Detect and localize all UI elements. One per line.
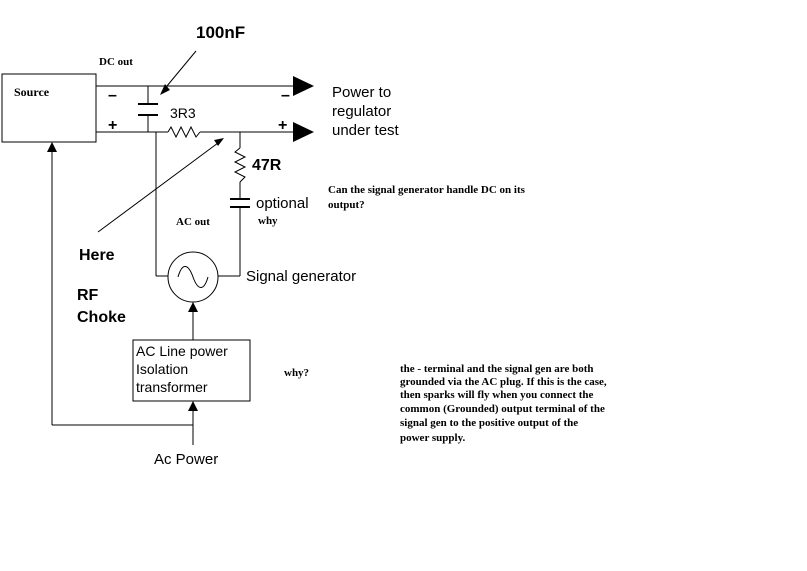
rf-label: RF <box>77 287 99 304</box>
here-pointer-line <box>97 139 223 233</box>
signal-generator-label: Signal generator <box>246 268 356 285</box>
plus-left-label: + <box>108 117 117 134</box>
signal-gen-question-line1: Can the signal generator handle DC on it… <box>328 184 526 196</box>
dc-out-label: DC out <box>99 56 133 68</box>
plus-right-label: + <box>278 117 287 134</box>
output-positive-arrow-icon <box>293 122 314 142</box>
source-feed-up-arrow-icon <box>47 142 57 152</box>
cap-pointer-line <box>161 50 197 93</box>
note-line4: common (Grounded) output terminal of the <box>400 403 605 415</box>
note-line3: then sparks will fly when you connect th… <box>400 389 594 401</box>
ac-out-label: AC out <box>176 216 210 228</box>
cap-pointer-arrow-icon <box>160 84 170 95</box>
here-label: Here <box>79 247 115 264</box>
transformer-up-arrow-icon <box>188 302 198 312</box>
ac-power-label: Ac Power <box>154 451 218 468</box>
ac-power-up-arrow-icon <box>188 401 198 411</box>
note-line2: grounded via the AC plug. If this is the… <box>400 376 607 388</box>
optional-label: optional <box>256 195 309 212</box>
here-pointer-arrow-icon <box>214 138 224 146</box>
note-line6: power supply. <box>400 432 465 444</box>
signal-gen-question-line2: output? <box>328 199 365 211</box>
transformer-label-line3: transformer <box>136 379 208 395</box>
resistor-3r3-label: 3R3 <box>170 105 196 121</box>
source-label: Source <box>14 85 50 99</box>
why-cap-label: why <box>258 215 278 227</box>
transformer-label-line1: AC Line power <box>136 343 228 359</box>
resistor-47r-label: 47R <box>252 157 282 174</box>
source-box <box>1 73 97 143</box>
power-to-label-line3: under test <box>332 122 400 139</box>
choke-label: Choke <box>77 309 126 326</box>
note-line1: the - terminal and the signal gen are bo… <box>400 363 594 375</box>
transformer-label-line2: Isolation <box>136 361 188 377</box>
output-negative-arrow-icon <box>293 76 314 96</box>
note-line5: signal gen to the positive output of the <box>400 417 578 429</box>
resistor-3r3 <box>167 125 201 139</box>
transformer-box <box>132 339 251 402</box>
minus-right-label: – <box>281 87 290 104</box>
power-to-label-line1: Power to <box>332 84 391 101</box>
why-transformer-label: why? <box>284 367 309 379</box>
power-to-label-line2: regulator <box>332 103 391 120</box>
sine-wave-icon <box>177 266 209 288</box>
resistor-47r <box>233 147 247 183</box>
minus-left-label: – <box>108 87 117 104</box>
cap-value-label: 100nF <box>196 23 245 42</box>
